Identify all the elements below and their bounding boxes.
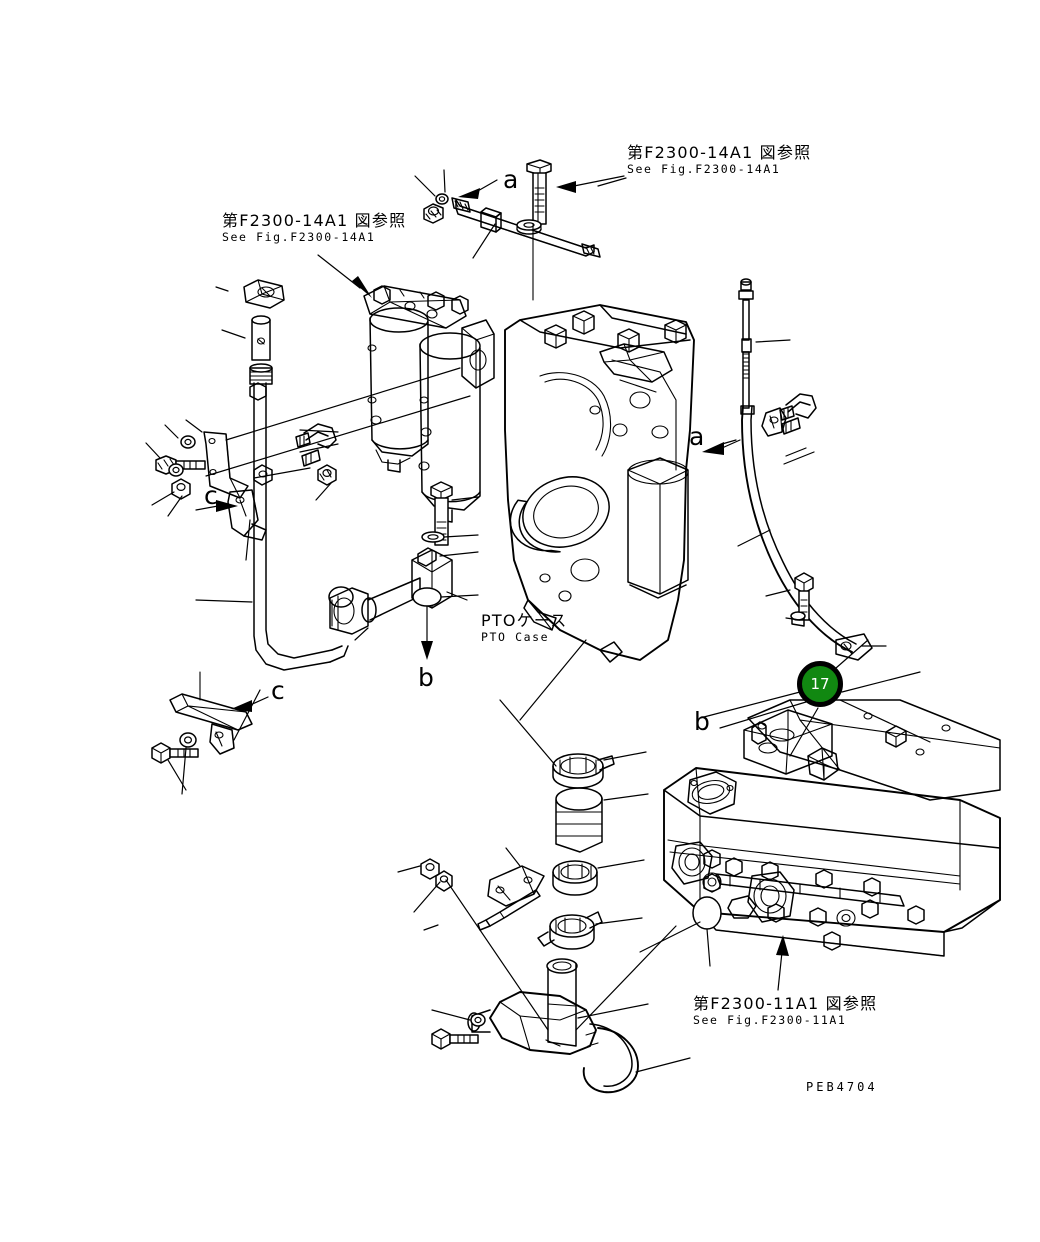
callout-letter-c-lower: c — [271, 676, 285, 705]
leader-group-top-left — [317, 254, 372, 298]
nut-upper-left — [423, 203, 444, 224]
callout-letter-c-upper: c — [204, 481, 218, 510]
washer-upper-left2 — [435, 193, 449, 205]
bottom-pipe-elbow-assembly — [397, 847, 691, 1094]
drawing-number: PEB4704 — [806, 1080, 878, 1094]
small-u-hose — [295, 423, 337, 467]
item-badge-number: 17 — [810, 675, 830, 693]
fastener-cluster-left — [155, 435, 206, 500]
bracket-c-lower — [227, 489, 267, 541]
callout-letter-b-tank: b — [694, 707, 710, 736]
center-bolt-washer-oring — [412, 481, 479, 660]
top-bracket-assembly — [414, 159, 627, 301]
lower-left-bracket-assembly — [151, 671, 261, 795]
clamp-ring-stack — [499, 639, 649, 950]
filter-canister-assembly — [363, 285, 495, 523]
ref-jp-text: 第F2300-14A1 図参照 — [627, 143, 812, 162]
badge-17-leaders — [699, 639, 931, 757]
bolt-bottom-left — [431, 1028, 479, 1050]
u-clamp-right — [779, 393, 817, 435]
tank-filler-neck — [687, 771, 737, 815]
part-name-jp: PTOケース — [481, 611, 568, 630]
bolt-upper-center — [526, 159, 552, 225]
callout-letter-a-top: a — [503, 165, 519, 194]
ref-en-text: See Fig.F2300-14A1 — [222, 230, 376, 244]
ref-jp-text: 第F2300-14A1 図参照 — [222, 211, 407, 230]
left-tube-assembly — [145, 279, 479, 712]
callout-letter-b-center: b — [418, 663, 434, 692]
part-name-label-pto-case: PTOケース PTO Case — [481, 613, 567, 644]
item-badge-17[interactable]: 17 — [797, 661, 843, 707]
ref-en-text: See Fig.F2300-11A1 — [693, 1013, 847, 1027]
callout-letter-a-right: a — [689, 422, 705, 451]
reference-label-top-right: 第F2300-14A1 図参照 See Fig.F2300-14A1 — [627, 145, 811, 176]
dipstick-rod-assembly — [702, 278, 887, 661]
washer-upper-center — [516, 219, 542, 235]
leader-group-top-right — [556, 175, 625, 193]
rod-clip-bracket — [761, 407, 787, 437]
reference-label-top-left: 第F2300-14A1 図参照 See Fig.F2300-14A1 — [222, 213, 406, 244]
hose-cuff — [328, 586, 369, 635]
ref-jp-text: 第F2300-11A1 図参照 — [693, 994, 878, 1013]
reference-label-bottom-right: 第F2300-11A1 図参照 See Fig.F2300-11A1 — [693, 996, 877, 1027]
part-name-en: PTO Case — [481, 630, 550, 644]
ref-en-text: See Fig.F2300-14A1 — [627, 162, 781, 176]
bolt-right-of-tube — [317, 464, 337, 486]
lower-right-tank — [639, 699, 1001, 991]
nuts-bottom-left — [420, 858, 453, 892]
pto-case-body — [504, 304, 695, 663]
